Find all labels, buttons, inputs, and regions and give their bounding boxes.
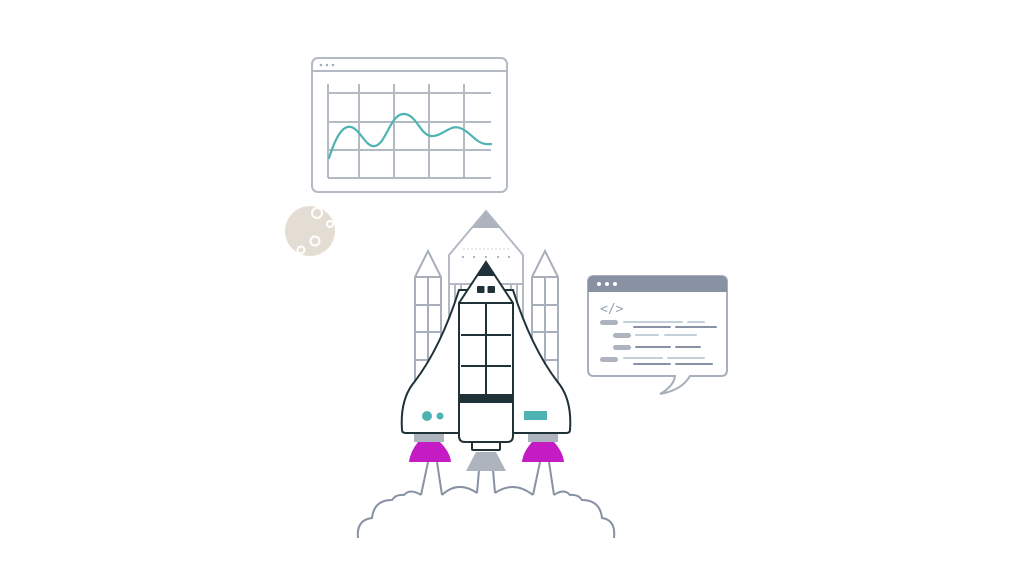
right-flame-icon <box>522 442 564 462</box>
cockpit-windows <box>477 286 495 293</box>
code-symbol-icon: </> <box>600 302 624 317</box>
smoke-cloud <box>356 486 616 539</box>
left-flame-icon <box>409 442 451 462</box>
indicator-dot-icon <box>436 412 444 420</box>
teal-panel <box>524 411 547 420</box>
code-lines <box>600 320 717 365</box>
chart-window <box>311 57 508 193</box>
window-dots-icon <box>319 63 335 67</box>
main-engine-nozzle <box>466 452 506 471</box>
indicator-dot-icon <box>422 411 432 421</box>
exhaust-trails <box>420 461 555 496</box>
space-shuttle-orbiter <box>400 260 572 471</box>
booster-nozzles <box>409 432 564 462</box>
code-window: </> <box>587 275 728 395</box>
moon-icon <box>285 206 335 256</box>
window-dots-icon <box>597 282 617 286</box>
chart-line <box>327 112 493 160</box>
